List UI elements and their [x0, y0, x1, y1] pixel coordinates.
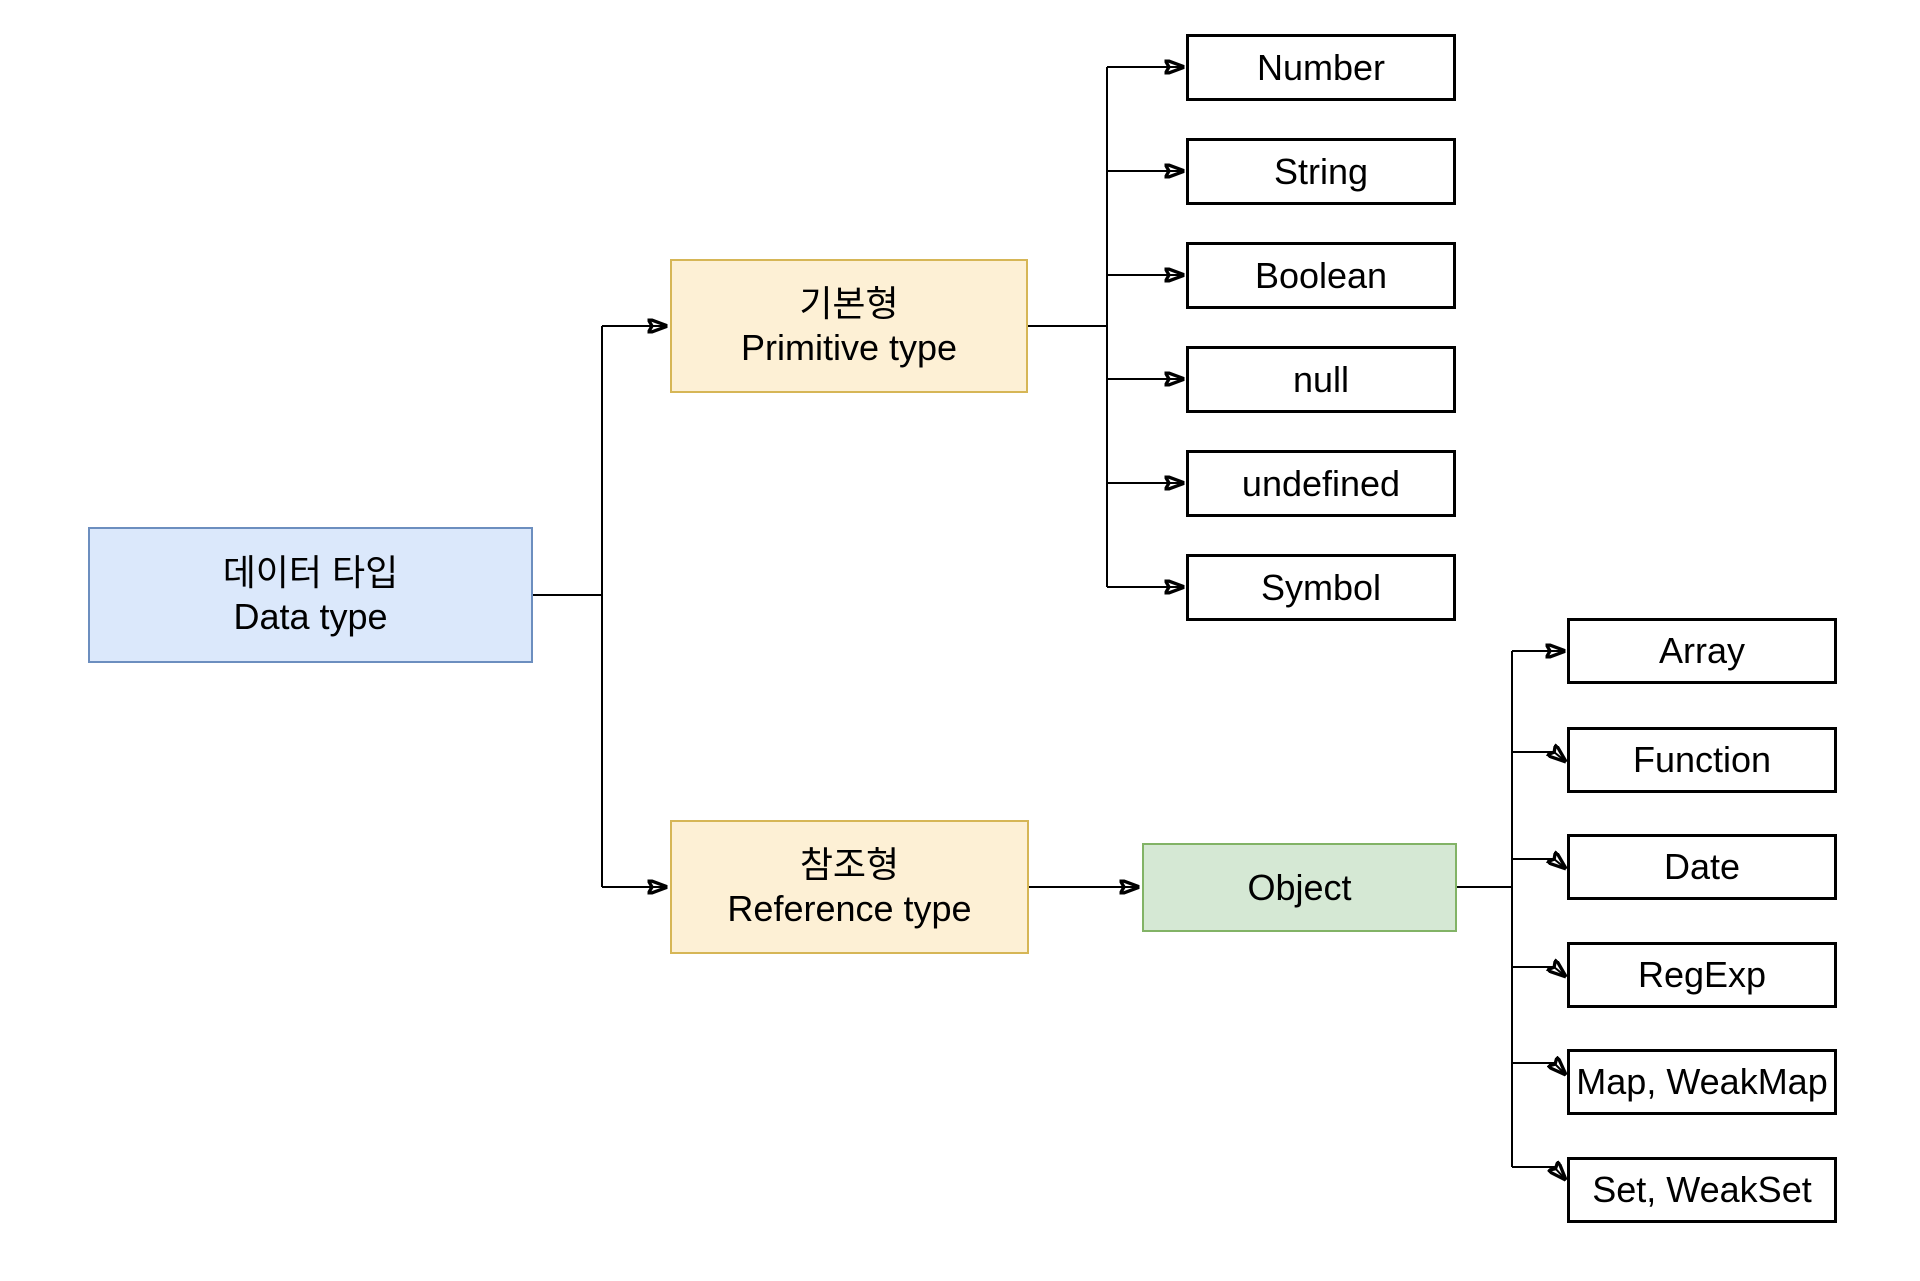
node-null: null: [1186, 346, 1456, 413]
node-set-weakset: Set, WeakSet: [1567, 1157, 1837, 1223]
node-number-label: Number: [1256, 46, 1386, 88]
node-function-label: Function: [1632, 739, 1772, 780]
node-boolean-label: Boolean: [1254, 254, 1388, 296]
node-data-type-label-en: Data type: [233, 596, 388, 637]
connector-object-to-set-weakset: [1512, 1167, 1565, 1179]
node-reference-type: 참조형 Reference type: [670, 820, 1029, 954]
node-primitive-type-label-en: Primitive type: [740, 327, 958, 368]
node-boolean: Boolean: [1186, 242, 1456, 309]
connector-object-to-function: [1512, 752, 1565, 761]
node-symbol-label: Symbol: [1260, 566, 1382, 608]
node-number: Number: [1186, 34, 1456, 101]
connector-object-to-map-weakmap: [1512, 1063, 1565, 1074]
node-reference-type-label-ko: 참조형: [799, 844, 900, 885]
connector-object-to-regexp: [1512, 967, 1565, 976]
node-null-label: null: [1292, 358, 1350, 400]
node-object-label: Object: [1247, 866, 1352, 908]
node-map-weakmap-label: Map, WeakMap: [1576, 1061, 1828, 1102]
node-object: Object: [1142, 843, 1457, 932]
node-primitive-type-label-ko: 기본형: [799, 283, 899, 324]
node-date: Date: [1567, 834, 1837, 900]
node-array-label: Array: [1658, 630, 1745, 671]
node-date-label: Date: [1663, 846, 1741, 887]
node-primitive-type: 기본형 Primitive type: [670, 259, 1028, 393]
node-undefined: undefined: [1186, 450, 1456, 517]
node-set-weakset-label: Set, WeakSet: [1592, 1169, 1812, 1210]
node-undefined-label: undefined: [1241, 462, 1401, 504]
node-map-weakmap: Map, WeakMap: [1567, 1049, 1837, 1115]
node-array: Array: [1567, 618, 1837, 684]
node-reference-type-label-en: Reference type: [727, 888, 972, 929]
node-string: String: [1186, 138, 1456, 205]
node-regexp: RegExp: [1567, 942, 1837, 1008]
node-symbol: Symbol: [1186, 554, 1456, 621]
node-data-type: 데이터 타입 Data type: [88, 527, 533, 663]
node-regexp-label: RegExp: [1637, 954, 1767, 995]
node-function: Function: [1567, 727, 1837, 793]
node-data-type-label-ko: 데이터 타입: [222, 552, 399, 593]
connector-object-to-date: [1512, 859, 1565, 868]
node-string-label: String: [1273, 150, 1369, 192]
